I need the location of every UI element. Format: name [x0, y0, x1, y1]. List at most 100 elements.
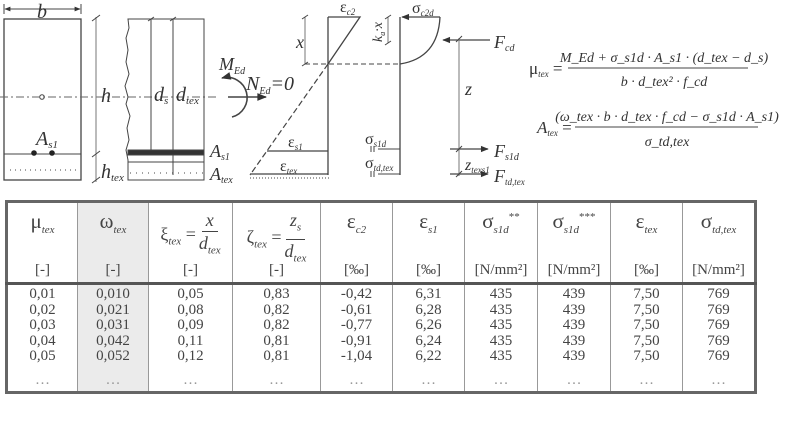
cell: 435: [489, 317, 513, 333]
mu-numerator: M_Ed + σ_s1d · A_s1 · (d_tex − d_s): [559, 51, 769, 66]
cell: 6,22: [415, 348, 442, 364]
cross-section-diagram: b h htex ds dtex As1 As1 Atex MEd NEd=0 …: [0, 0, 779, 187]
cell: -0,61: [340, 301, 373, 318]
label-sigmac2d: σc2d: [412, 0, 434, 18]
section-rect: [3, 18, 82, 181]
cell: -0,91: [340, 332, 373, 349]
label-epss1: εs1: [288, 134, 303, 152]
column-values: -0,42-0,61-0,77-0,91-1,04 …: [320, 283, 393, 393]
mu-denominator: b · d_tex² · f_cd: [621, 75, 709, 90]
cell: -1,04: [340, 348, 373, 364]
header-unit: [N/mm²]: [692, 262, 745, 278]
cell: …: [566, 371, 582, 388]
header-symbol: σs1d***: [552, 209, 596, 237]
label-med: MEd: [218, 54, 246, 77]
column-header: εs1[‰]: [392, 201, 465, 284]
header-symbol: σtd,tex: [700, 209, 737, 237]
header-unit: [‰]: [344, 262, 369, 278]
label-as1-left: As1: [34, 128, 58, 151]
cell: …: [35, 371, 50, 388]
cell: 435: [489, 348, 513, 364]
header-symbol: ωtex: [99, 209, 127, 237]
label-fcd: Fcd: [493, 32, 515, 54]
cell: -0,77: [340, 317, 373, 333]
moment-arrow: [221, 72, 248, 118]
header-unit: [N/mm²]: [474, 262, 528, 278]
cell: 7,50: [633, 286, 660, 302]
label-epsc2: εc2: [340, 0, 356, 17]
atex-numerator: (ω_tex · b · d_tex · f_cd − σ_s1d · A_s1…: [555, 110, 779, 125]
cell: 769: [707, 317, 730, 333]
cell: 0,02: [29, 301, 56, 318]
atex-denominator: σ_td,tex: [645, 135, 690, 150]
header-unit: [-]: [269, 262, 284, 278]
label-ds: ds: [154, 84, 168, 107]
cell: 439: [562, 301, 586, 318]
cell: 6,26: [415, 317, 442, 333]
cell: 439: [562, 348, 586, 364]
cell: 0,08: [177, 301, 204, 318]
header-symbol: μtex: [30, 209, 55, 237]
cell: 0,83: [263, 286, 290, 302]
header-unit: [N/mm²]: [547, 262, 601, 278]
as1-bar: [127, 149, 205, 156]
cell: 0,12: [177, 348, 204, 364]
cell: 769: [707, 332, 730, 349]
cell: 0,82: [263, 317, 290, 333]
label-h: h: [101, 85, 111, 107]
cell: 0,021: [96, 301, 130, 318]
header-symbol: σs1d**: [482, 209, 520, 237]
cell: 0,05: [29, 348, 56, 364]
label-sigmatd: σtd,tex: [365, 155, 393, 173]
label-sigmas1d: σs1d: [365, 131, 387, 149]
cell: 0,010: [96, 286, 130, 302]
label-kax: ka·x: [371, 21, 387, 42]
header-unit: [-]: [183, 262, 198, 278]
header-unit: [‰]: [634, 262, 659, 278]
label-ztexs1: ztexs1: [464, 157, 490, 175]
cell: 0,052: [96, 348, 130, 364]
cell: 7,50: [633, 332, 660, 349]
design-table: μtex[-]ωtex[-]ξtex = x dtex[-]ζtex = zs …: [5, 200, 757, 394]
cell: 0,82: [263, 301, 290, 318]
cell: 0,04: [29, 332, 56, 349]
cell: 769: [707, 348, 730, 364]
cell: …: [711, 371, 726, 388]
header-symbol: εc2: [346, 209, 367, 237]
formula-mu: μtex = M_Ed + σ_s1d · A_s1 · (d_tex − d_…: [529, 51, 768, 90]
label-atex: Atex: [209, 164, 233, 186]
cell: 435: [489, 301, 513, 318]
cell: …: [421, 371, 436, 388]
column-header: ξtex = x dtex[-]: [148, 201, 233, 284]
header-symbol: εtex: [635, 209, 658, 237]
cell: 6,28: [415, 301, 442, 318]
column-header: ωtex[-]: [77, 201, 149, 284]
svg-text:μtex =: μtex =: [529, 59, 562, 79]
cell: 435: [489, 332, 513, 349]
cell: 439: [562, 332, 586, 349]
cell: -0,42: [340, 286, 373, 302]
cell: …: [639, 371, 654, 388]
label-x: x: [295, 32, 304, 52]
cell: …: [493, 371, 509, 388]
cell: 0,05: [177, 286, 204, 302]
cell: 7,50: [633, 317, 660, 333]
cell: …: [349, 371, 364, 388]
column-header: μtex[-]: [6, 201, 78, 284]
cell: …: [183, 371, 198, 388]
cell: 769: [707, 301, 730, 318]
column-header: σs1d*** [N/mm²]: [537, 201, 611, 284]
header-row: μtex[-]ωtex[-]ξtex = x dtex[-]ζtex = zs …: [6, 201, 756, 284]
label-epstex: εtex: [280, 158, 297, 176]
cell: 0,03: [29, 317, 56, 333]
cell: 0,09: [177, 317, 204, 333]
label-htex: htex: [101, 161, 124, 184]
header-unit: [‰]: [416, 262, 441, 278]
